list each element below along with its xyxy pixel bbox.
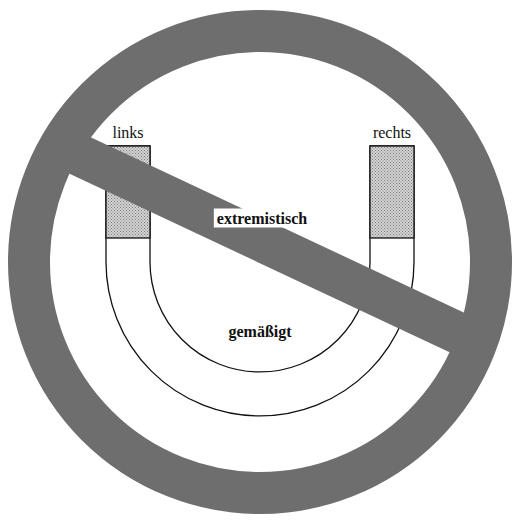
region-label: extremistisch	[214, 209, 310, 228]
region-label: gemäßigt	[225, 322, 294, 341]
arm-heading: rechts	[332, 124, 452, 142]
arm-heading: links	[68, 124, 188, 142]
shaded-arm-box: links	[106, 146, 150, 238]
prohibition-ring	[29, 31, 491, 493]
shaded-arm-end	[370, 146, 414, 238]
shaded-arm-box: rechts	[370, 146, 414, 238]
prohibition-slash	[45, 139, 475, 341]
